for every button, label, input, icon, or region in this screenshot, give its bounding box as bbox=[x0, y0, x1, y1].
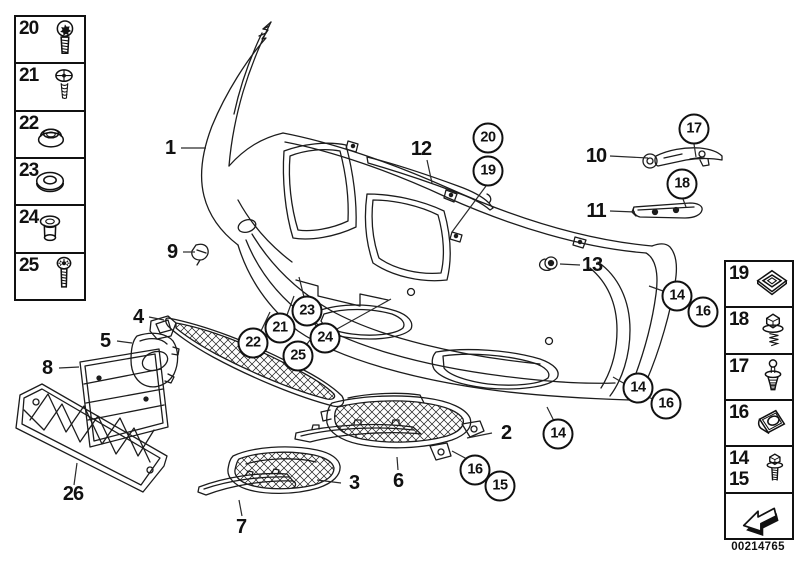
callout-circled-15: 15 bbox=[484, 470, 516, 502]
callout-3: 3 bbox=[348, 472, 360, 494]
countersunk-screw-icon bbox=[55, 69, 73, 99]
legend-label-15: 15 bbox=[729, 469, 749, 491]
legend-cell-arrow bbox=[726, 491, 792, 538]
legend-label-19: 19 bbox=[729, 263, 749, 284]
callout-circled-14-c: 14 bbox=[542, 418, 574, 450]
legend-label-18: 18 bbox=[729, 309, 749, 331]
legend-cell-20: 20 bbox=[16, 17, 84, 62]
front-direction-arrow-icon bbox=[742, 507, 779, 536]
legend-cell-22: 22 bbox=[16, 109, 84, 157]
callout-circled-25: 25 bbox=[282, 340, 314, 372]
legend-label-21: 21 bbox=[19, 65, 39, 87]
hex-screw-spring-washer-icon bbox=[762, 313, 784, 347]
legend-label-17: 17 bbox=[729, 355, 749, 377]
legend-cell-14-15: 14 15 bbox=[726, 445, 792, 491]
callout-circled-14-b: 14 bbox=[622, 372, 654, 404]
legend-cell-23: 23 bbox=[16, 156, 84, 204]
callout-circled-14-a: 14 bbox=[661, 280, 693, 312]
callout-5: 5 bbox=[99, 330, 111, 352]
callout-circled-19: 19 bbox=[472, 155, 504, 187]
legend-label-23: 23 bbox=[19, 159, 39, 181]
legend-label-16: 16 bbox=[729, 401, 749, 423]
callout-circled-22: 22 bbox=[237, 327, 269, 359]
legend-label-14: 14 bbox=[729, 448, 749, 470]
callout-12: 12 bbox=[410, 138, 432, 160]
hex-flange-screw-icon bbox=[766, 453, 784, 481]
legend-label-22: 22 bbox=[19, 112, 39, 134]
fastener-legend-right: 19 18 17 bbox=[724, 260, 794, 540]
legend-cell-25: 25 bbox=[16, 251, 84, 299]
legend-cell-17: 17 bbox=[726, 352, 792, 399]
plastic-grommet-icon bbox=[37, 128, 65, 148]
callout-circled-16-b: 16 bbox=[650, 388, 682, 420]
callout-circled-20: 20 bbox=[472, 122, 504, 154]
callout-4: 4 bbox=[132, 306, 144, 328]
callout-8: 8 bbox=[41, 357, 53, 379]
legend-label-24: 24 bbox=[19, 207, 39, 229]
legend-cell-21: 21 bbox=[16, 62, 84, 109]
callout-26: 26 bbox=[62, 483, 84, 505]
callout-circled-16-a: 16 bbox=[687, 296, 719, 328]
callout-6: 6 bbox=[392, 470, 404, 492]
callout-circled-24: 24 bbox=[309, 322, 341, 354]
callout-circled-18: 18 bbox=[666, 168, 698, 200]
spacer-bushing-icon bbox=[39, 215, 61, 242]
callout-1: 1 bbox=[164, 137, 176, 159]
callout-circled-17: 17 bbox=[678, 113, 710, 145]
legend-cell-19: 19 bbox=[726, 262, 792, 306]
callout-9: 9 bbox=[166, 241, 178, 263]
callout-11: 11 bbox=[586, 200, 606, 222]
legend-label-20: 20 bbox=[19, 18, 39, 39]
legend-cell-24: 24 bbox=[16, 204, 84, 251]
square-clip-nut-icon bbox=[756, 269, 788, 296]
callout-2: 2 bbox=[500, 422, 512, 444]
legend-cell-18: 18 bbox=[726, 306, 792, 352]
fastener-legend-left: 20 21 22 bbox=[14, 15, 86, 301]
callout-10: 10 bbox=[585, 145, 607, 167]
expansion-rivet-icon bbox=[764, 358, 782, 391]
callout-circled-21: 21 bbox=[264, 312, 296, 344]
legend-cell-16: 16 bbox=[726, 398, 792, 445]
washer-icon bbox=[35, 171, 65, 192]
callout-13: 13 bbox=[581, 254, 603, 276]
legend-label-25: 25 bbox=[19, 254, 39, 276]
pan-head-screw-icon bbox=[56, 257, 72, 288]
torx-pan-screw-icon bbox=[56, 19, 74, 54]
callout-7: 7 bbox=[235, 516, 247, 538]
image-number: 00214765 bbox=[731, 541, 785, 553]
sheet-metal-clip-nut-icon bbox=[757, 409, 786, 435]
callout-circled-23: 23 bbox=[291, 295, 323, 327]
